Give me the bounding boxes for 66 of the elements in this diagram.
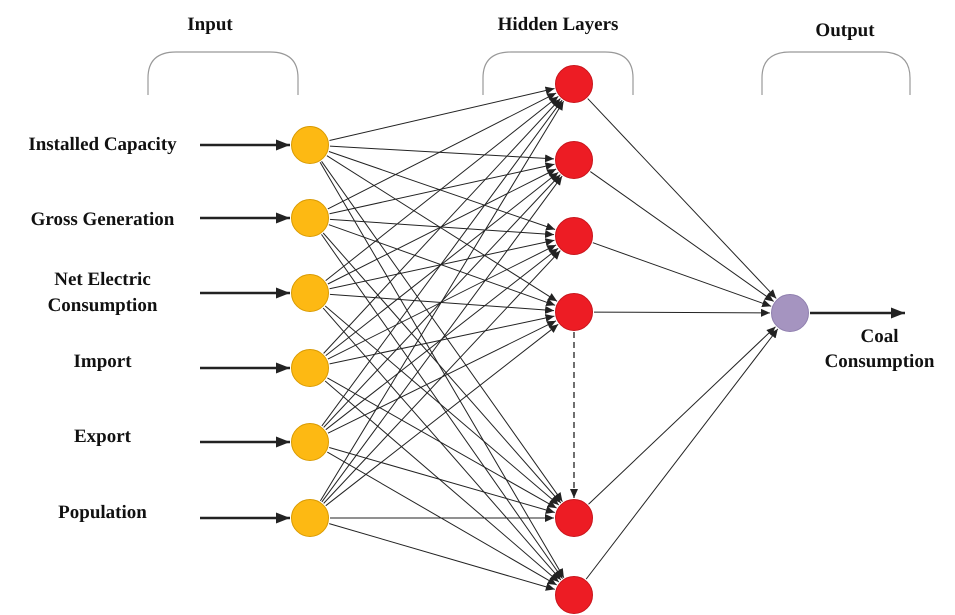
hidden-neuron [555, 499, 593, 537]
arrow [329, 294, 555, 314]
arrow [326, 155, 558, 302]
arrow [327, 168, 557, 284]
output-neuron [771, 294, 809, 332]
arrow [320, 234, 564, 580]
arrow [329, 314, 555, 364]
arrow [587, 98, 777, 299]
arrow [200, 436, 290, 448]
arrow [588, 326, 776, 505]
arrow [323, 174, 561, 428]
layer-heading: Output [815, 20, 875, 42]
hidden-neuron [555, 141, 593, 179]
arrow [200, 362, 290, 374]
arrow [327, 92, 557, 210]
layer-heading: Hidden Layers [498, 14, 618, 36]
arrow [324, 380, 560, 582]
arrow [323, 98, 561, 354]
arrow [327, 244, 557, 360]
arrow [810, 308, 905, 318]
input-neuron [291, 423, 329, 461]
arrow [329, 218, 555, 238]
arrow [327, 320, 557, 434]
arrow [326, 377, 558, 509]
arrow [328, 86, 556, 141]
input-label: Gross Generation [5, 190, 200, 250]
arrow [592, 242, 772, 308]
layer-heading: Input [187, 14, 233, 36]
input-neuron [291, 126, 329, 164]
input-neuron [291, 274, 329, 312]
arrow [325, 248, 559, 430]
hidden-neuron [555, 217, 593, 255]
arrow [200, 212, 290, 224]
arrow [320, 162, 564, 578]
arrow [329, 162, 555, 214]
arrow [321, 100, 563, 426]
input-label: Export [5, 407, 200, 467]
input-neuron [291, 349, 329, 387]
hidden-neuron [555, 576, 593, 614]
input-label: Import [5, 332, 200, 392]
arrow [328, 523, 556, 591]
input-neuron [291, 499, 329, 537]
arrow [328, 151, 556, 230]
arrow [328, 447, 556, 514]
arrow [329, 146, 555, 162]
arrow [322, 308, 562, 580]
arrow [325, 96, 559, 282]
input-neuron [291, 199, 329, 237]
arrow [329, 238, 555, 290]
arrow [200, 288, 290, 298]
arrow [594, 308, 770, 317]
input-label: Population [5, 483, 200, 543]
arrow [200, 140, 290, 150]
hidden-neuron [555, 65, 593, 103]
dashed-arrow [570, 332, 578, 498]
arrow [328, 224, 556, 306]
arrow [200, 512, 290, 524]
arrow [326, 452, 558, 586]
hidden-neuron [555, 293, 593, 331]
arrow [586, 328, 778, 580]
arrow [320, 100, 564, 502]
input-label: Net Electric Consumption [5, 263, 200, 323]
arrow [325, 172, 559, 356]
arrow [590, 171, 774, 302]
input-label: Installed Capacity [5, 115, 200, 175]
arrow [330, 514, 554, 522]
